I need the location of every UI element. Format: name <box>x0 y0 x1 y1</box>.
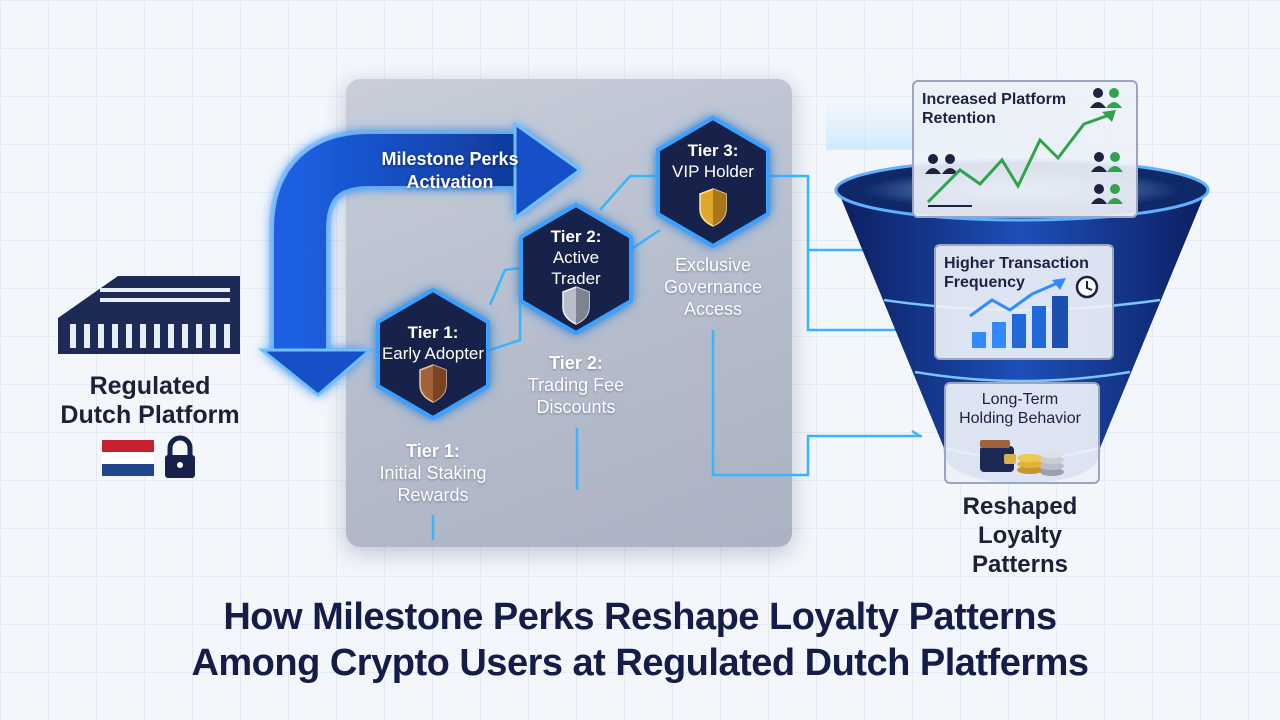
tier1-reward-line3: Rewards <box>397 485 469 505</box>
tier2-reward-line1: Tier 2: <box>549 353 603 373</box>
reshaped-line3: Patterns <box>971 551 1069 578</box>
tier2-hexagon <box>519 202 633 336</box>
users-icon <box>1091 152 1123 172</box>
holding-line1: Long-Term <box>981 391 1059 408</box>
tier1-reward: Tier 1: Initial Staking Rewards <box>363 440 503 506</box>
retention-line1: Increased Platform <box>922 91 1067 108</box>
page-title: How Milestone Perks Reshape Loyalty Patt… <box>0 594 1280 686</box>
lock-icon <box>165 435 195 478</box>
clock-icon <box>1075 275 1099 299</box>
title-line2: Among Crypto Users at Regulated Dutch Pl… <box>191 642 1089 684</box>
tier1-label-line1: Tier 1: <box>407 323 459 342</box>
arrow-label-line1: Milestone Perks <box>381 149 519 169</box>
tier3-reward-line1: Exclusive <box>674 255 752 275</box>
tier3-reward-line3: Access <box>683 299 743 319</box>
growth-line-icon <box>926 110 1116 207</box>
holding-line2: Holding Behavior <box>959 410 1081 427</box>
tier3-reward: Exclusive Governance Access <box>640 254 786 320</box>
arrow-label: Milestone Perks Activation <box>330 148 570 194</box>
tier3-label-line1: Tier 3: <box>687 141 739 160</box>
gold-shield-icon <box>699 188 727 227</box>
tier3-hexagon <box>656 115 770 249</box>
tier2-reward: Tier 2: Trading Fee Discounts <box>506 352 646 418</box>
tier1-hexagon <box>376 287 490 421</box>
wallet-icon <box>980 440 1016 472</box>
milestone-arrow <box>257 121 583 397</box>
tier2-label-line2: Active <box>552 248 600 267</box>
title-line1: How Milestone Perks Reshape Loyalty Patt… <box>223 596 1057 638</box>
platform-label-line2: Dutch Platform <box>60 401 240 429</box>
silver-shield-icon <box>562 286 590 325</box>
users-icon <box>925 154 958 174</box>
connector-lines <box>431 174 930 540</box>
tier3-label-line2: VIP Holder <box>672 162 754 181</box>
transaction-line1: Higher Transaction <box>944 255 1089 272</box>
reshaped-loyalty-label: Reshaped Loyalty Patterns <box>920 492 1120 579</box>
tier1-reward-line2: Initial Staking <box>379 463 487 483</box>
platform-label: Regulated Dutch Platform <box>40 372 260 430</box>
platform-label-line1: Regulated <box>89 372 211 400</box>
netherlands-flag-icon <box>102 440 154 476</box>
retention-line2: Retention <box>922 110 996 127</box>
tier1-label: Tier 1: Early Adopter <box>373 322 493 364</box>
building-icon <box>58 276 240 354</box>
users-icon <box>1090 88 1122 108</box>
coin-stack-icon <box>1017 450 1064 476</box>
transaction-line2: Frequency <box>944 274 1025 291</box>
tier3-reward-line2: Governance <box>663 277 763 297</box>
retention-title: Increased Platform Retention <box>922 90 1066 128</box>
tier3-label: Tier 3: VIP Holder <box>653 140 773 182</box>
bar-chart-icon <box>969 278 1068 348</box>
reshaped-line1: Reshaped <box>962 493 1078 520</box>
reshaped-line2: Loyalty <box>977 522 1063 549</box>
arrow-label-line2: Activation <box>406 172 494 192</box>
tier2-reward-line2: Trading Fee <box>527 375 625 395</box>
tier2-label: Tier 2: Active Trader <box>516 226 636 289</box>
tier2-label-line1: Tier 2: <box>550 227 602 246</box>
tier1-reward-line1: Tier 1: <box>406 441 460 461</box>
users-icon <box>1091 184 1123 204</box>
transaction-title: Higher Transaction Frequency <box>944 254 1089 292</box>
bronze-shield-icon <box>419 364 447 403</box>
tier2-reward-line3: Discounts <box>536 397 616 417</box>
holding-title: Long-Term Holding Behavior <box>944 390 1096 428</box>
tier1-label-line2: Early Adopter <box>381 344 485 363</box>
tier2-label-line3: Trader <box>551 269 601 288</box>
